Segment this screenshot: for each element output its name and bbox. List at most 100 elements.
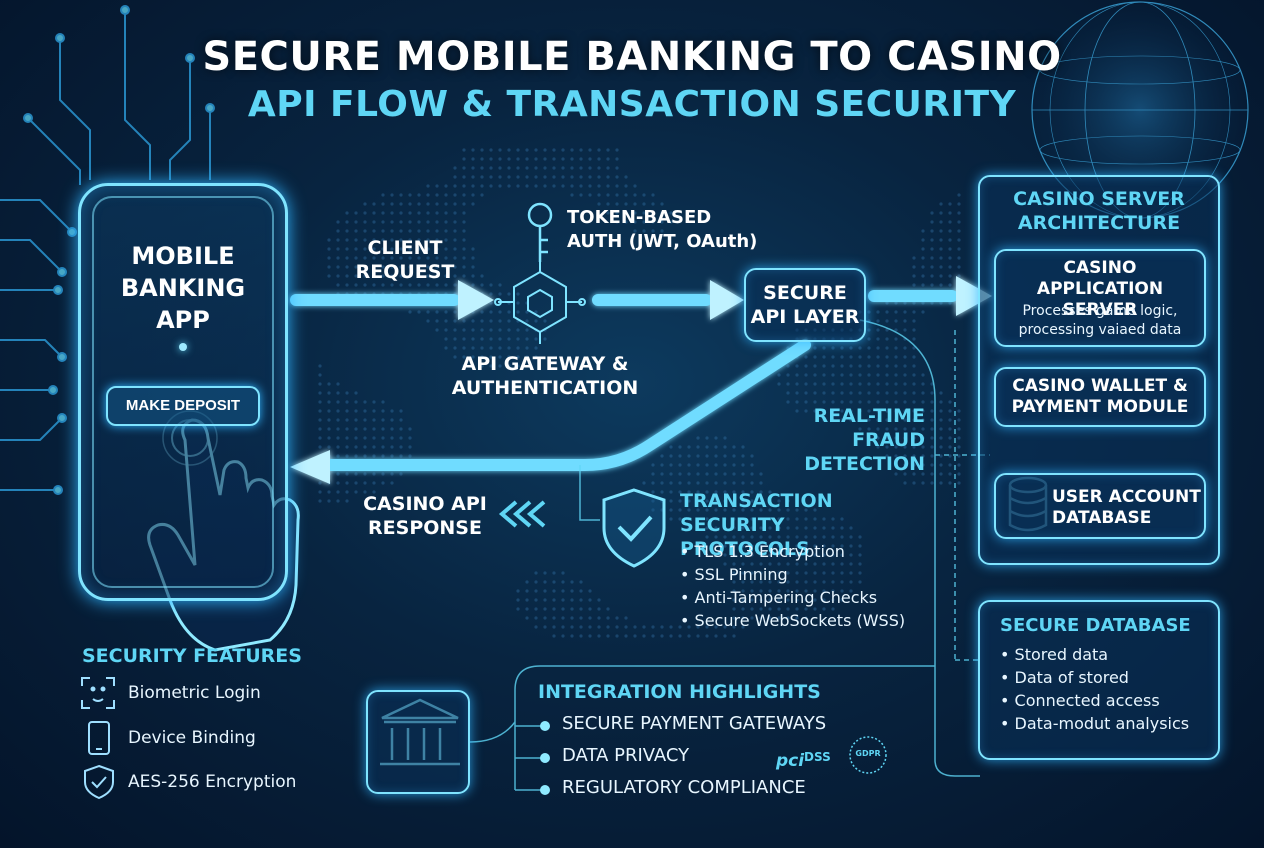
dss-badge-text: DSS	[804, 750, 831, 764]
map-dot	[948, 283, 952, 287]
feature-biometric: Biometric Login	[128, 683, 261, 703]
map-dot	[426, 211, 430, 215]
map-dot	[471, 175, 475, 179]
map-dot	[651, 211, 655, 215]
map-dot	[336, 391, 340, 395]
map-dot	[381, 472, 385, 476]
map-dot	[399, 472, 403, 476]
map-dot	[786, 382, 790, 386]
map-dot	[390, 454, 394, 458]
map-dot	[669, 481, 673, 485]
map-dot	[750, 508, 754, 512]
map-dot	[417, 238, 421, 242]
map-dot	[471, 364, 475, 368]
map-dot	[651, 625, 655, 629]
map-dot	[804, 382, 808, 386]
map-dot	[444, 184, 448, 188]
map-dot	[903, 409, 907, 413]
map-dot	[597, 202, 601, 206]
map-dot	[705, 436, 709, 440]
map-dot	[894, 301, 898, 305]
map-dot	[885, 382, 889, 386]
casino-app-server-box[interactable]	[994, 249, 1206, 347]
map-dot	[489, 310, 493, 314]
token-auth-label-line2: AUTH (JWT, OAuth)	[567, 231, 758, 252]
map-dot	[723, 436, 727, 440]
user-account-db-box[interactable]	[994, 473, 1206, 539]
map-dot	[525, 175, 529, 179]
map-dot	[624, 625, 628, 629]
map-dot	[444, 310, 448, 314]
map-dot	[561, 157, 565, 161]
map-dot	[705, 463, 709, 467]
map-dot	[471, 328, 475, 332]
map-dot	[444, 274, 448, 278]
make-deposit-button[interactable]: MAKE DEPOSIT	[106, 386, 260, 426]
map-dot	[903, 400, 907, 404]
map-dot	[327, 238, 331, 242]
map-dot	[570, 625, 574, 629]
map-dot	[363, 229, 367, 233]
map-dot	[552, 175, 556, 179]
map-dot	[588, 607, 592, 611]
map-dot	[651, 499, 655, 503]
map-dot	[930, 265, 934, 269]
map-dot	[399, 211, 403, 215]
map-dot	[786, 400, 790, 404]
map-dot	[579, 634, 583, 638]
map-dot	[498, 157, 502, 161]
map-dot	[363, 247, 367, 251]
map-dot	[894, 409, 898, 413]
map-dot	[858, 391, 862, 395]
map-dot	[867, 328, 871, 332]
map-dot	[597, 193, 601, 197]
map-dot	[318, 364, 322, 368]
map-dot	[867, 373, 871, 377]
map-dot	[435, 229, 439, 233]
map-dot	[795, 400, 799, 404]
map-dot	[723, 472, 727, 476]
map-dot	[624, 634, 628, 638]
casino-wallet-box[interactable]	[994, 367, 1206, 427]
map-dot	[363, 265, 367, 269]
map-dot	[885, 319, 889, 323]
map-dot	[372, 283, 376, 287]
map-dot	[417, 202, 421, 206]
map-dot	[336, 265, 340, 269]
map-dot	[804, 517, 808, 521]
map-dot	[651, 220, 655, 224]
secure-api-layer-box[interactable]	[744, 268, 866, 342]
map-dot	[804, 355, 808, 359]
map-dot	[939, 454, 943, 458]
token-auth-label-line1: TOKEN-BASED	[567, 207, 712, 228]
map-dot	[957, 409, 961, 413]
map-dot	[372, 211, 376, 215]
map-dot	[381, 283, 385, 287]
map-dot	[318, 418, 322, 422]
map-dot	[570, 148, 574, 152]
map-dot	[516, 337, 520, 341]
map-dot	[741, 490, 745, 494]
map-dot	[381, 481, 385, 485]
map-dot	[894, 391, 898, 395]
map-dot	[687, 481, 691, 485]
map-dot	[480, 364, 484, 368]
map-dot	[354, 238, 358, 242]
map-dot	[885, 391, 889, 395]
map-dot	[948, 409, 952, 413]
map-dot	[444, 256, 448, 260]
map-dot	[471, 274, 475, 278]
map-dot	[525, 598, 529, 602]
map-dot	[444, 247, 448, 251]
map-dot	[651, 508, 655, 512]
map-dot	[534, 616, 538, 620]
map-dot	[930, 391, 934, 395]
map-dot	[849, 409, 853, 413]
map-dot	[921, 463, 925, 467]
map-dot	[741, 526, 745, 530]
map-dot	[462, 175, 466, 179]
map-dot	[390, 418, 394, 422]
map-dot	[840, 517, 844, 521]
map-dot	[453, 274, 457, 278]
map-dot	[678, 445, 682, 449]
